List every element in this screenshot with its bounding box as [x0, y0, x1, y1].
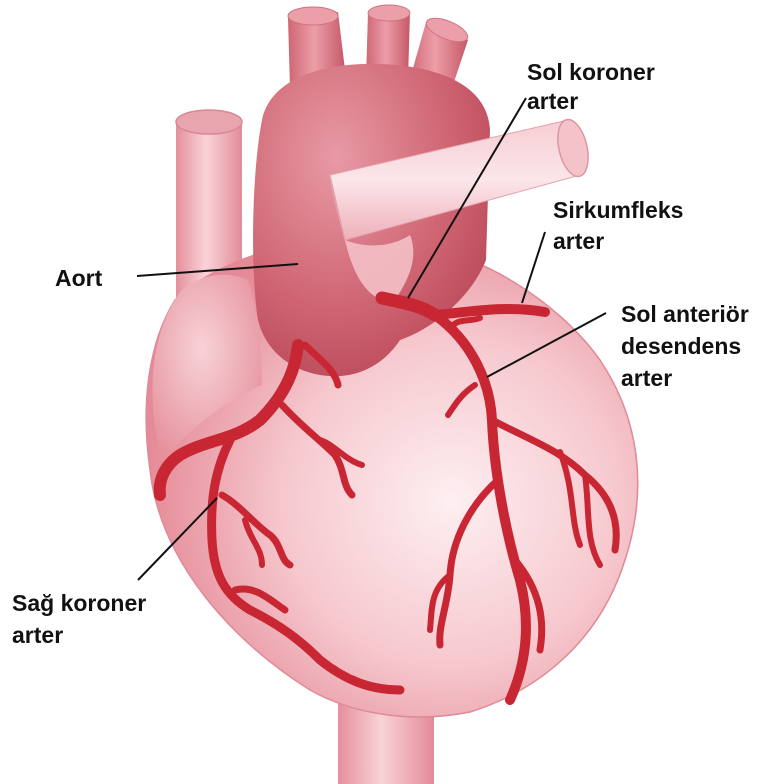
leader-sirkumfleks — [522, 232, 545, 303]
label-sol-koroner-arter: Sol koroner arter — [527, 59, 661, 114]
heart-illustration — [146, 5, 638, 784]
label-sol-anterior-desendens-arter: Sol anteriör desendens arter — [621, 301, 755, 391]
label-sirkumfleks-arter: Sirkumfleks arter — [553, 197, 690, 254]
circumflex-artery — [435, 309, 545, 315]
label-sag-koroner-arter: Sağ koroner arter — [12, 590, 153, 648]
label-aort: Aort — [55, 265, 103, 291]
